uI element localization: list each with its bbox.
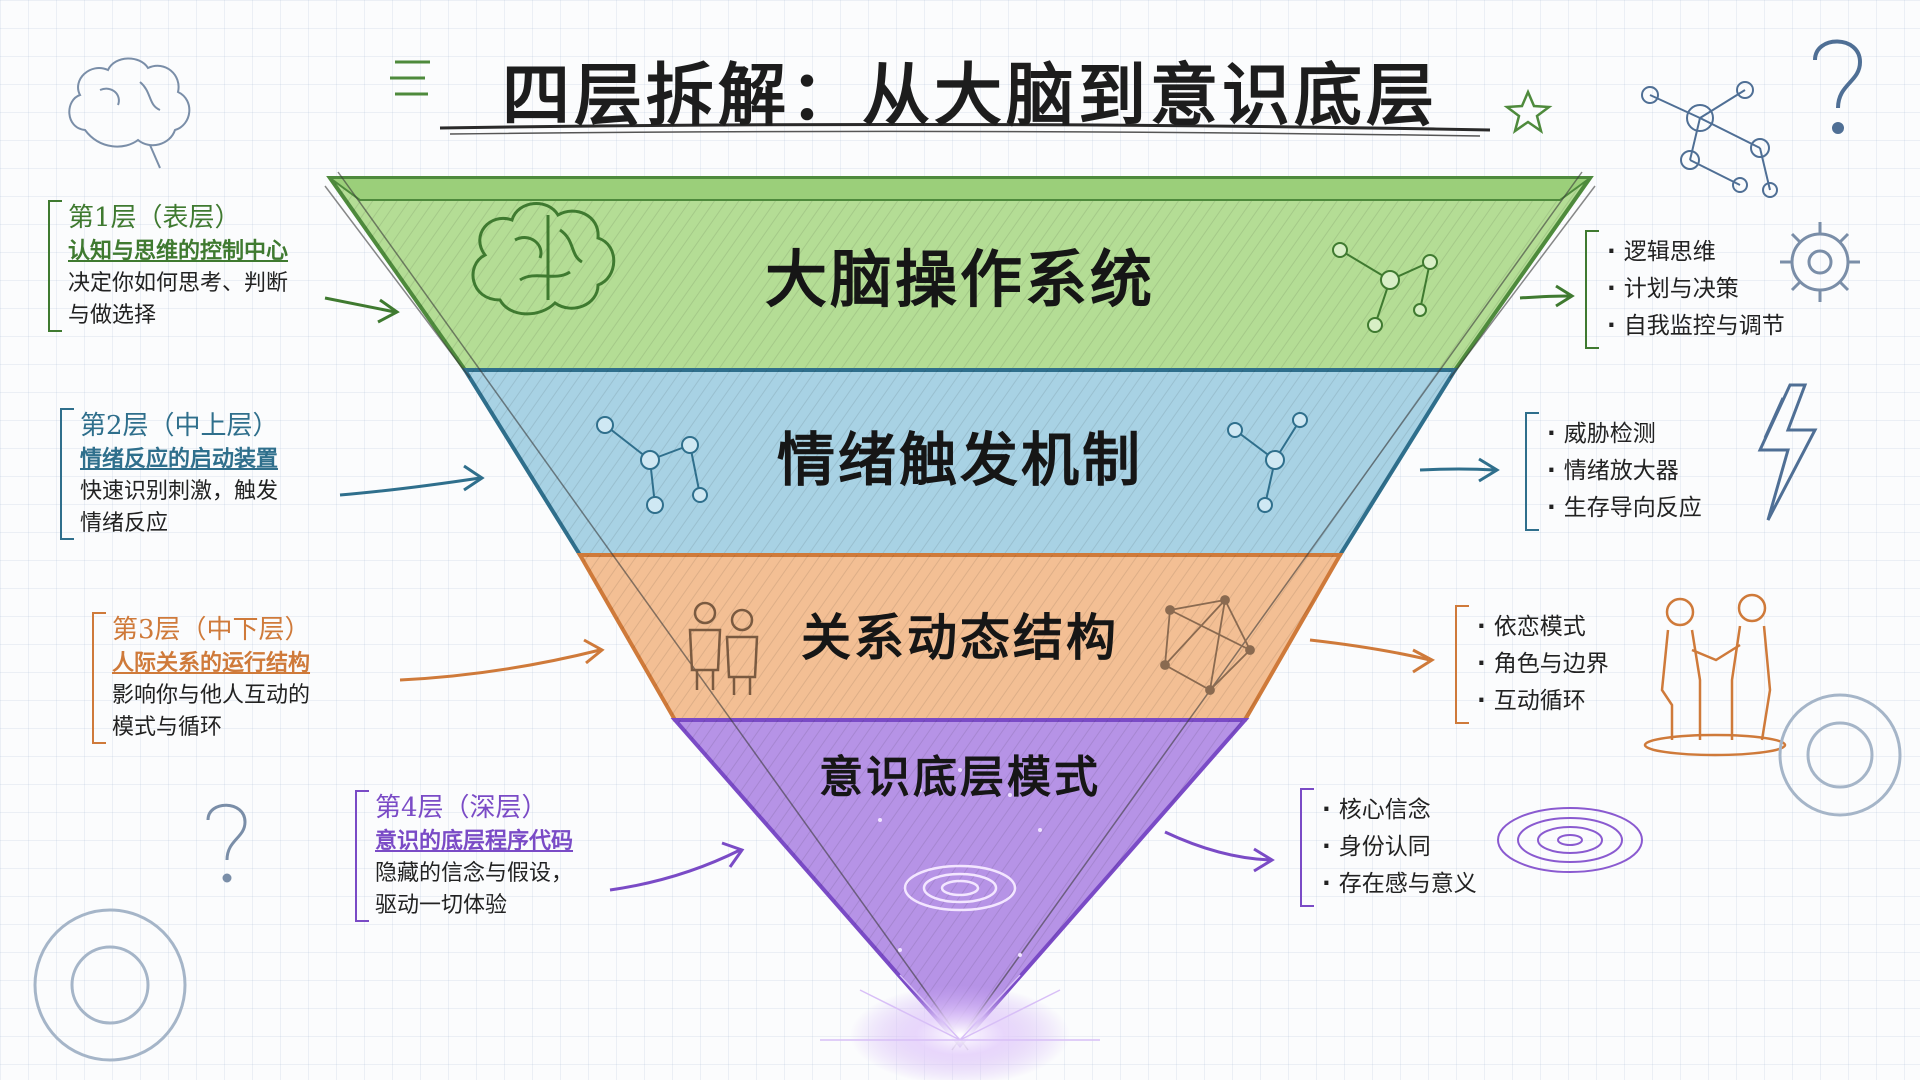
layer-4-level: 第4层（深层）	[355, 790, 645, 826]
bullet-item: 核心信念	[1322, 792, 1520, 829]
layer-3-annotation: 第3层（中下层） 人际关系的运行结构 影响你与他人互动的 模式与循环	[92, 612, 392, 744]
layer-3-subtitle: 人际关系的运行结构	[92, 648, 392, 680]
layer-1-bullets: 逻辑思维 计划与决策 自我监控与调节	[1585, 230, 1825, 349]
brain-sketch-icon	[69, 58, 189, 168]
annotation-bracket	[92, 612, 106, 744]
layer-1-annotation: 第1层（表层） 认知与思维的控制中心 决定你如何思考、判断 与做选择	[48, 200, 328, 332]
layer-2-annotation: 第2层（中上层） 情绪反应的启动装置 快速识别刺激，触发 情绪反应	[60, 408, 340, 540]
bullet-item: 互动循环	[1477, 683, 1655, 720]
layer-4-label: 意识底层模式	[770, 748, 1150, 808]
bullet-bracket	[1300, 788, 1314, 907]
layer-3-desc-1: 影响你与他人互动的	[92, 680, 392, 712]
arrow-right-2	[1420, 469, 1495, 470]
light-burst	[850, 985, 1070, 1080]
layer-2-level: 第2层（中上层）	[60, 408, 340, 444]
layer-1-top-face	[330, 178, 1590, 200]
lightning-icon	[1760, 385, 1815, 520]
bullet-bracket	[1525, 412, 1539, 531]
layer-3-desc-2: 模式与循环	[92, 712, 392, 744]
layer-4-annotation: 第4层（深层） 意识的底层程序代码 隐藏的信念与假设， 驱动一切体验	[355, 790, 645, 922]
bullet-item: 存在感与意义	[1322, 866, 1520, 903]
bullet-item: 身份认同	[1322, 829, 1520, 866]
annotation-bracket	[48, 200, 62, 332]
bullet-item: 生存导向反应	[1547, 490, 1765, 527]
arrow-right-1	[1520, 296, 1570, 298]
layer-1-desc-2: 与做选择	[48, 300, 328, 332]
bullet-item: 情绪放大器	[1547, 453, 1765, 490]
layer-2-desc-1: 快速识别刺激，触发	[60, 476, 340, 508]
layer-2-desc-2: 情绪反应	[60, 508, 340, 540]
layer-1-desc-1: 决定你如何思考、判断	[48, 268, 328, 300]
layer-4-desc-2: 驱动一切体验	[355, 890, 645, 922]
page-title: 四层拆解：从大脑到意识底层	[440, 40, 1500, 139]
handshake-icon	[1645, 595, 1785, 755]
layer-4-subtitle: 意识的底层程序代码	[355, 826, 645, 858]
question-mark-small-icon	[208, 805, 245, 881]
layer-2-bullets: 威胁检测 情绪放大器 生存导向反应	[1525, 412, 1765, 531]
bullet-item: 计划与决策	[1607, 271, 1825, 308]
arrow-left-2	[340, 478, 480, 495]
layer-3-bullets: 依恋模式 角色与边界 互动循环	[1455, 605, 1655, 724]
annotation-bracket	[60, 408, 74, 540]
layer-1-label: 大脑操作系统	[660, 240, 1260, 320]
arrow-right-3-head	[1413, 650, 1432, 672]
layer-3-label: 关系动态结构	[740, 605, 1180, 671]
title-accent-left	[390, 62, 430, 94]
layer-1-subtitle: 认知与思维的控制中心	[48, 236, 328, 268]
layer-1-level: 第1层（表层）	[48, 200, 328, 236]
bullet-bracket	[1585, 230, 1599, 349]
layer-2-label: 情绪触发机制	[690, 422, 1230, 498]
bullet-item: 角色与边界	[1477, 646, 1655, 683]
bullet-item: 自我监控与调节	[1607, 308, 1825, 345]
bullet-bracket	[1455, 605, 1469, 724]
annotation-bracket	[355, 790, 369, 922]
bullet-item: 依恋模式	[1477, 609, 1655, 646]
layer-2-subtitle: 情绪反应的启动装置	[60, 444, 340, 476]
molecule-icon	[1642, 82, 1777, 197]
star-icon	[1507, 92, 1549, 131]
layer-4-bullets: 核心信念 身份认同 存在感与意义	[1300, 788, 1520, 907]
arrow-right-3	[1310, 640, 1430, 660]
bullet-item: 威胁检测	[1547, 416, 1765, 453]
layer-4-desc-1: 隐藏的信念与假设，	[355, 858, 645, 890]
arrow-left-3	[400, 650, 600, 680]
arrow-right-4	[1165, 832, 1270, 860]
bullet-item: 逻辑思维	[1607, 234, 1825, 271]
question-mark-icon	[1815, 41, 1860, 132]
layer-3-level: 第3层（中下层）	[92, 612, 392, 648]
